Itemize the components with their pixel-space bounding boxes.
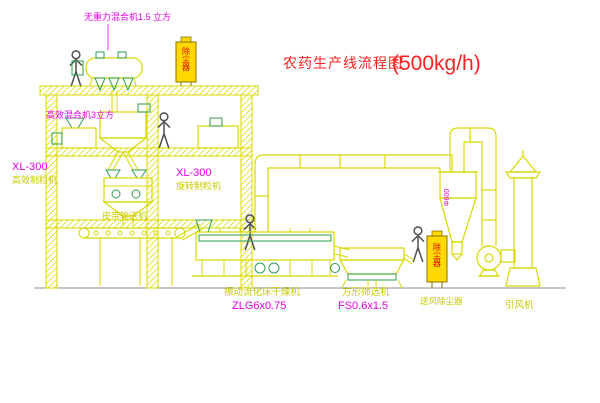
belt-conveyor (78, 223, 205, 286)
exhaust-stack (504, 150, 542, 287)
exhaust-duct (254, 154, 453, 232)
granulator-mid-model: XL-300 (176, 167, 211, 179)
belt-conveyor-label: 皮带输送机 (102, 210, 147, 221)
dust-collector-label: 送风除尘器 (420, 296, 463, 306)
granulator-mid-name: 旋转制粒机 (176, 180, 221, 191)
diagram-title: 农药生产线流程图 (283, 55, 403, 71)
sieve-model-label: FS0.6x1.5 (338, 300, 388, 312)
induced-draft-fan (476, 245, 516, 277)
fluid-bed-dryer (192, 219, 351, 277)
rotary-granulator (102, 169, 154, 226)
floor2-right-machine (197, 117, 239, 149)
induced-fan-label: 引风机 (505, 299, 534, 311)
dust-collector-box: 除尘器 (426, 230, 448, 288)
dryer-name-label: 振动流化床干燥机 (224, 286, 301, 298)
worker-figure (411, 226, 425, 263)
top-mixer-label: 无重力混合机1.5 立方 (84, 11, 171, 22)
cyclone-outlet-duct (449, 127, 497, 246)
mid-mixer-label: 高效混合机3立方 (46, 109, 114, 120)
granulator-left-name: 高效制粒机 (12, 174, 57, 185)
worker-figure (157, 112, 171, 149)
dryer-model-label: ZLG6x0.75 (232, 300, 286, 312)
granulator-left-model: XL-300 (12, 161, 47, 173)
diagram-capacity: (500kg/h) (392, 52, 481, 75)
cyclone-separator (438, 171, 478, 261)
left-granulator-machine (51, 117, 97, 149)
top-dust-box: 除尘器 (175, 36, 197, 86)
cyclone-diameter-label: Φ600 (444, 189, 451, 206)
mid-mixer (98, 103, 151, 171)
right-box-label: 除尘器 (433, 242, 442, 268)
square-sieve (330, 247, 415, 289)
top-box-label: 除尘器 (182, 46, 191, 72)
top-mixer (71, 51, 143, 112)
sieve-name-label: 方形筛选机 (342, 286, 390, 298)
